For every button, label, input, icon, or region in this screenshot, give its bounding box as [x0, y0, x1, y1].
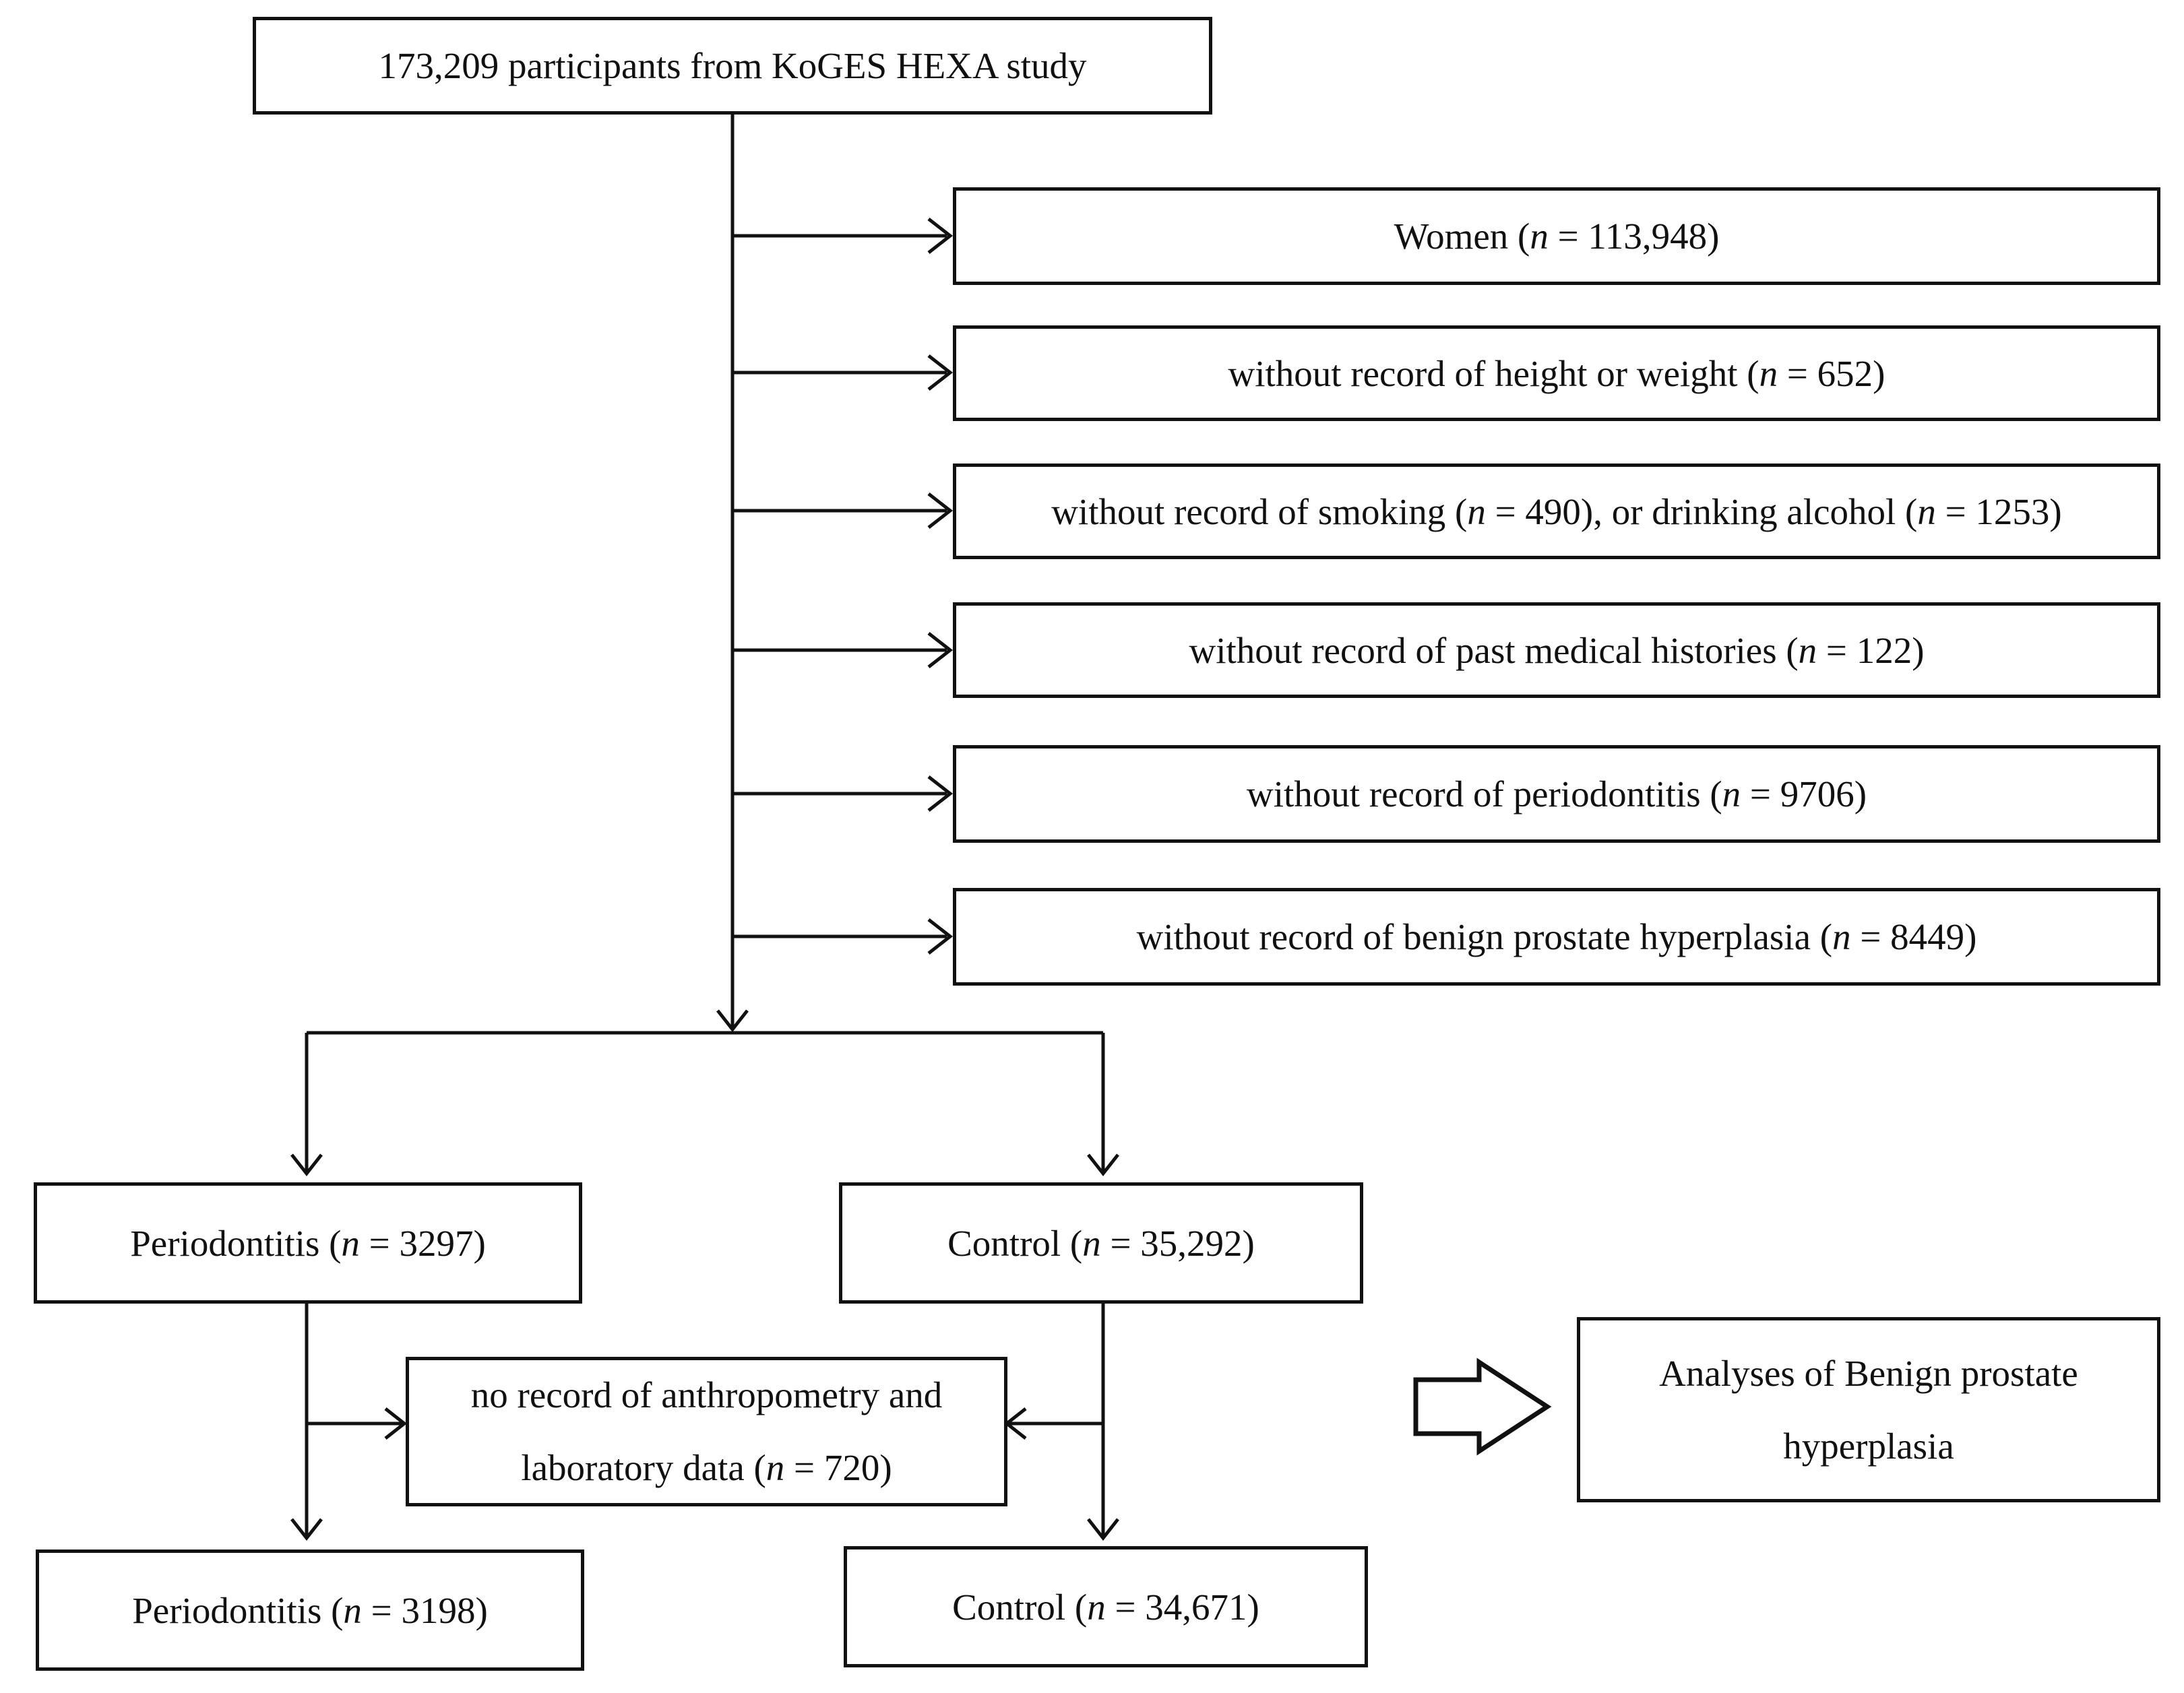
- exclusion-bph-text: without record of benign prostate hyperp…: [1136, 916, 1977, 957]
- control-initial-text: Control (n = 35,292): [947, 1222, 1255, 1264]
- control-initial-box: Control (n = 35,292): [839, 1182, 1363, 1304]
- trunk-arrowhead: [716, 1009, 749, 1033]
- exclusion-bph-box: without record of benign prostate hyperp…: [953, 888, 2160, 986]
- hollow-arrow: [1413, 1357, 1552, 1456]
- exclusion-height-weight-box: without record of height or weight (n = …: [953, 325, 2160, 421]
- exclusion-smoking-alcohol-text: without record of smoking (n = 490), or …: [1051, 490, 2062, 532]
- periodontitis-initial-text: Periodontitis (n = 3297): [130, 1222, 486, 1264]
- excluded-anthropometry-line2: laboratory data (n = 720): [521, 1447, 892, 1488]
- exclusion-height-weight-text: without record of height or weight (n = …: [1228, 352, 1885, 394]
- exclusion-smoking-alcohol-box: without record of smoking (n = 490), or …: [953, 464, 2160, 559]
- exclusion-periodontitis-box: without record of periodontitis (n = 970…: [953, 745, 2160, 843]
- source-text: 173,209 participants from KoGES HEXA stu…: [378, 45, 1087, 86]
- exclusion-arrows: [732, 218, 954, 955]
- periodontitis-initial-box: Periodontitis (n = 3297): [34, 1182, 582, 1304]
- exclusion-women-box: Women (n = 113,948): [953, 187, 2160, 285]
- source-box: 173,209 participants from KoGES HEXA stu…: [253, 17, 1212, 115]
- excluded-anthropometry-box: no record of anthropometry and laborator…: [406, 1357, 1007, 1506]
- periodontitis-final-text: Periodontitis (n = 3198): [132, 1589, 488, 1631]
- analysis-line2: hyperplasia: [1783, 1425, 1954, 1467]
- exclusion-women-text: Women (n = 113,948): [1394, 216, 1720, 257]
- control-final-box: Control (n = 34,671): [844, 1546, 1368, 1667]
- control-final-text: Control (n = 34,671): [952, 1586, 1259, 1628]
- exclusion-periodontitis-text: without record of periodontitis (n = 970…: [1246, 773, 1867, 814]
- analysis-line1: Analyses of Benign prostate: [1659, 1352, 2078, 1394]
- periodontitis-final-box: Periodontitis (n = 3198): [36, 1550, 584, 1671]
- exclusion-medical-history-box: without record of past medical histories…: [953, 602, 2160, 698]
- analysis-box: Analyses of Benign prostate hyperplasia: [1577, 1317, 2160, 1502]
- exclusion-medical-history-text: without record of past medical histories…: [1189, 629, 1925, 671]
- excluded-anthropometry-line1: no record of anthropometry and: [470, 1374, 943, 1415]
